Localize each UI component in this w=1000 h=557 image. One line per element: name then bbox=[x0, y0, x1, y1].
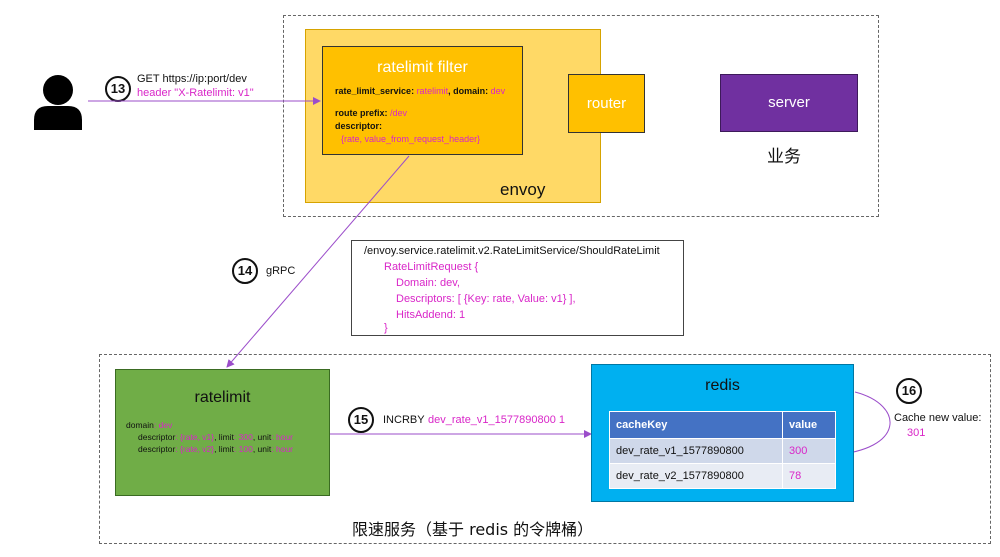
ratelimit-d2-limit-val: : 100 bbox=[233, 444, 253, 454]
grpc-method: /envoy.service.ratelimit.v2.RateLimitSer… bbox=[364, 245, 660, 257]
router-box[interactable]: router bbox=[568, 74, 645, 133]
ratelimit-filter-config: rate_limit_service: ratelimit, domain: d… bbox=[335, 85, 523, 146]
filter-route-key: route prefix bbox=[335, 108, 385, 118]
table-row: dev_rate_v1_1577890800 300 bbox=[609, 438, 836, 464]
ratelimit-d1-key: descriptor bbox=[138, 432, 176, 442]
filter-domain-sep: : bbox=[485, 86, 491, 96]
step-15-argument: dev_rate_v1_1577890800 1 bbox=[428, 414, 566, 426]
envoy-label: envoy bbox=[500, 180, 546, 199]
server-label: server bbox=[768, 94, 810, 111]
ratelimit-config: domain: dev descriptor: {rate, v1}, limi… bbox=[126, 419, 293, 455]
redis-table-header: cacheKey value bbox=[609, 411, 836, 439]
step-13-badge: 13 bbox=[105, 76, 131, 102]
filter-service-val: ratelimit bbox=[416, 86, 449, 96]
ratelimit-d1-limit-val: : 300 bbox=[233, 432, 253, 442]
step-16-caption: Cache new value: bbox=[894, 412, 982, 424]
filter-route-sep: : bbox=[384, 108, 391, 118]
ratelimit-service-boundary bbox=[99, 354, 991, 544]
router-label: router bbox=[586, 95, 627, 112]
step-16-value: 301 bbox=[907, 427, 926, 439]
server-caption: 业务 bbox=[767, 147, 801, 167]
server-box[interactable]: server bbox=[720, 74, 858, 132]
filter-descriptor-key: descriptor bbox=[335, 121, 380, 131]
ratelimit-d1-unit-key: , unit bbox=[252, 432, 272, 442]
ratelimit-d2-unit-key: , unit bbox=[252, 444, 272, 454]
filter-service-key: rate_limit_service bbox=[335, 86, 412, 96]
ratelimit-d1-limit-key: , limit bbox=[214, 432, 234, 442]
redis-table: cacheKey value dev_rate_v1_1577890800 30… bbox=[609, 411, 836, 489]
redis-row-value: 78 bbox=[782, 463, 836, 489]
grpc-request-domain: Domain: dev, bbox=[396, 277, 460, 289]
grpc-request-close: } bbox=[384, 322, 388, 334]
step-14-label: gRPC bbox=[266, 265, 296, 277]
step-16-badge: 16 bbox=[896, 378, 922, 404]
ratelimit-domain-val: : dev bbox=[153, 420, 173, 430]
redis-title: redis bbox=[705, 377, 740, 394]
redis-col-value: value bbox=[782, 411, 836, 439]
ratelimit-title: ratelimit bbox=[194, 389, 251, 406]
filter-route-val: /dev bbox=[390, 108, 408, 118]
ratelimit-filter-title: ratelimit filter bbox=[377, 59, 468, 76]
ratelimit-service-label: 限速服务（基于 redis 的令牌桶） bbox=[352, 520, 594, 539]
filter-domain-key: , domain bbox=[448, 86, 486, 96]
ratelimit-d2-key: descriptor bbox=[138, 444, 176, 454]
grpc-request-descriptors: Descriptors: [ {Key: rate, Value: v1} ], bbox=[396, 293, 576, 305]
ratelimit-d1-unit-val: : hour bbox=[271, 432, 294, 442]
grpc-request-open: RateLimitRequest { bbox=[384, 261, 479, 273]
grpc-request-hits: HitsAddend: 1 bbox=[396, 309, 466, 321]
filter-service-sep: : bbox=[411, 86, 417, 96]
redis-row-key: dev_rate_v1_1577890800 bbox=[609, 438, 783, 464]
filter-descriptor-sep: : bbox=[379, 121, 383, 131]
step-13-request-line: GET https://ip:port/dev bbox=[137, 73, 247, 85]
grpc-request-box: /envoy.service.ratelimit.v2.RateLimitSer… bbox=[351, 240, 684, 336]
ratelimit-d2-limit-key: , limit bbox=[214, 444, 234, 454]
ratelimit-box[interactable]: ratelimit domain: dev descriptor: {rate,… bbox=[115, 369, 330, 496]
user-icon bbox=[32, 72, 84, 130]
filter-descriptor-val: {rate, value_from_request_header} bbox=[341, 134, 481, 144]
ratelimit-d2-unit-val: : hour bbox=[271, 444, 294, 454]
step-13-header-line: header "X-Ratelimit: v1" bbox=[137, 87, 254, 99]
ratelimit-filter-box[interactable]: ratelimit filter rate_limit_service: rat… bbox=[322, 46, 523, 155]
filter-domain-val: dev bbox=[490, 86, 506, 96]
ratelimit-domain-key: domain bbox=[126, 420, 154, 430]
step-14-badge: 14 bbox=[232, 258, 258, 284]
step-15-command: INCRBY bbox=[383, 414, 425, 426]
redis-col-cachekey: cacheKey bbox=[609, 411, 783, 439]
ratelimit-d1-tuple: : {rate, v1} bbox=[175, 432, 215, 442]
redis-row-key: dev_rate_v2_1577890800 bbox=[609, 463, 783, 489]
table-row: dev_rate_v2_1577890800 78 bbox=[609, 463, 836, 489]
redis-row-value: 300 bbox=[782, 438, 836, 464]
step-15-badge: 15 bbox=[348, 407, 374, 433]
envoy-boundary bbox=[283, 15, 879, 217]
ratelimit-d2-tuple: : {rate, v2} bbox=[175, 444, 215, 454]
